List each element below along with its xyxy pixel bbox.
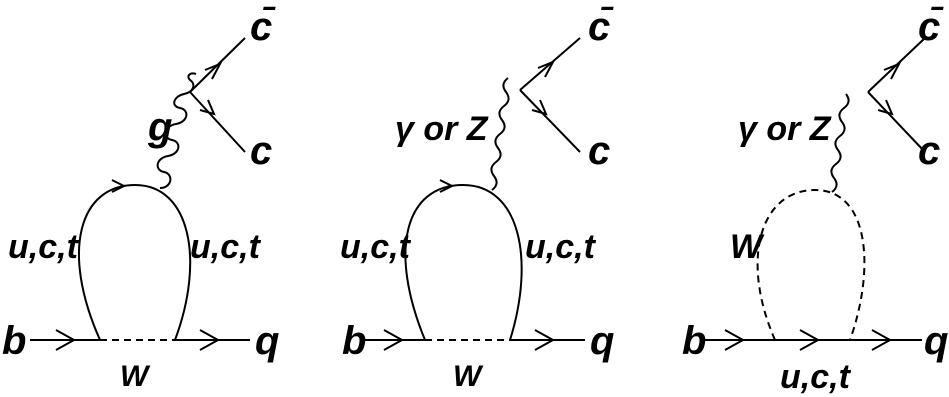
photon-z-line — [490, 77, 510, 191]
charm-label: c — [918, 129, 940, 173]
arrow-icon — [877, 99, 894, 116]
arrow-icon — [799, 329, 821, 351]
arrow-icon — [534, 329, 556, 351]
loop-w-label: W — [730, 228, 765, 266]
arrow-icon — [204, 62, 223, 80]
quark-loop — [78, 183, 192, 341]
loop-right-label: u,c,t — [190, 228, 262, 266]
anticharm-label: c̄ — [250, 5, 276, 49]
arrow-icon — [531, 99, 548, 116]
arrow-icon — [55, 329, 77, 351]
photon-z-line — [830, 93, 850, 193]
arrow-icon — [871, 329, 893, 351]
arrow-icon — [724, 329, 746, 351]
arrow-icon — [111, 179, 127, 193]
diagram-w-loop-penguin: b q W u,c,t γ or Z c̄ c — [682, 5, 948, 396]
loop-right-label: u,c,t — [525, 228, 597, 266]
quark-out-label: q — [590, 319, 614, 363]
arrow-icon — [439, 179, 455, 193]
quark-loop — [404, 183, 523, 341]
bottom-quark-label: u,c,t — [780, 358, 852, 396]
anticharm-label: c̄ — [918, 5, 944, 49]
arrow-icon — [883, 62, 902, 80]
anticharm-label: c̄ — [588, 5, 614, 49]
arrow-icon — [199, 99, 216, 116]
quark-in-label: b — [2, 319, 26, 363]
w-label: W — [453, 360, 484, 393]
boson-label: γ or Z — [738, 110, 832, 148]
diagram-electroweak-penguin: b q u,c,t u,c,t W γ or Z c̄ c — [340, 5, 614, 393]
charm-line — [867, 91, 926, 153]
charm-line — [189, 91, 246, 153]
charm-label: c — [588, 129, 610, 173]
quark-out-label: q — [255, 319, 279, 363]
boson-label: γ or Z — [395, 110, 489, 148]
charm-label: c — [250, 129, 272, 173]
w-loop — [756, 188, 866, 341]
arrow-icon — [199, 329, 221, 351]
gluon-line — [156, 72, 197, 189]
arrow-icon — [383, 329, 405, 351]
boson-label: g — [147, 105, 172, 149]
arrow-icon — [537, 60, 556, 78]
quark-out-label: q — [924, 319, 948, 363]
loop-left-label: u,c,t — [340, 228, 412, 266]
diagram-gluon-penguin: b q u,c,t u,c,t W g c̄ c — [2, 5, 279, 393]
loop-left-label: u,c,t — [8, 228, 80, 266]
w-label: W — [120, 360, 151, 393]
charm-line — [519, 89, 581, 153]
quark-in-label: b — [682, 319, 706, 363]
quark-in-label: b — [342, 319, 366, 363]
